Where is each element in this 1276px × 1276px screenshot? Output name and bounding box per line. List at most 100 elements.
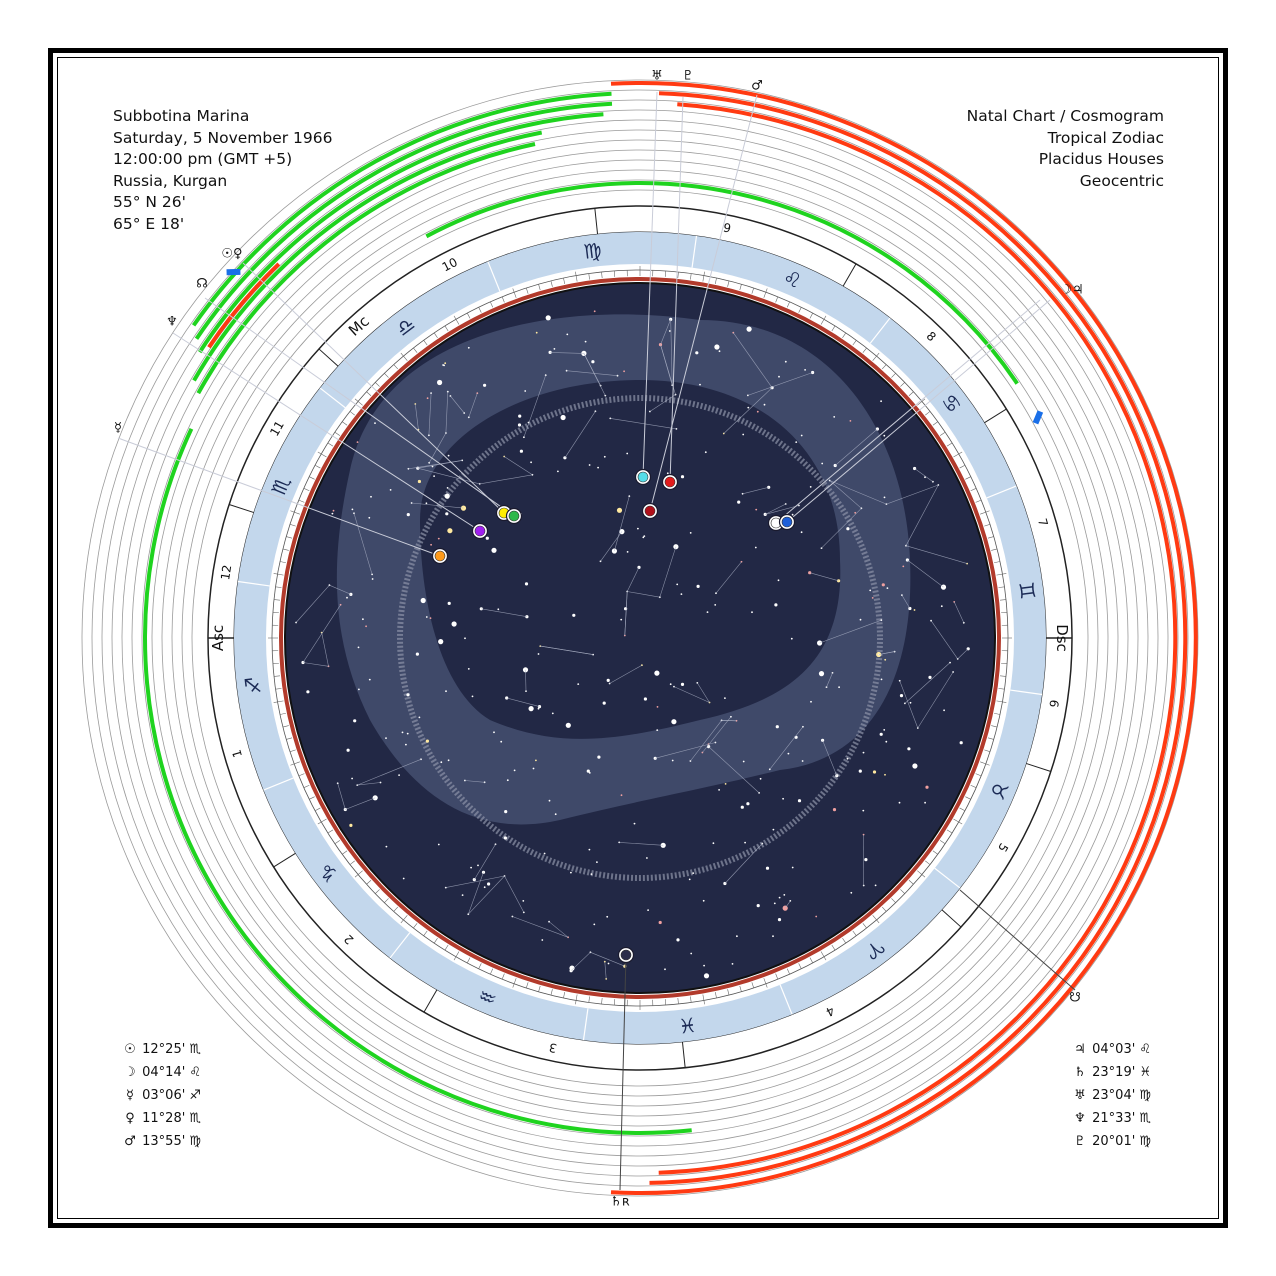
star: [714, 604, 717, 606]
star: [862, 751, 865, 754]
star: [603, 455, 606, 458]
degree-tick: [342, 850, 348, 855]
star: [869, 589, 872, 592]
star: [854, 511, 857, 514]
star: [406, 732, 409, 735]
degree-tick: [601, 997, 603, 1005]
star: [506, 779, 509, 782]
star: [633, 822, 636, 825]
green-aspect-arc: [192, 130, 543, 382]
planet-markers: [431, 468, 796, 964]
degree-tick: [393, 364, 398, 370]
degree-tick: [891, 373, 896, 378]
house-cusp: [842, 263, 857, 287]
birth-place: Russia, Kurgan: [113, 171, 228, 190]
birth-date: Saturday, 5 November 1966: [113, 128, 333, 147]
star: [637, 527, 639, 530]
constellation-line: [659, 546, 677, 598]
star: [880, 678, 883, 681]
jupiter-glyph: ♃: [1074, 1042, 1086, 1057]
degree-tick: [970, 784, 977, 788]
pluto-marker: [664, 476, 676, 488]
star: [795, 441, 798, 443]
star: [351, 777, 353, 780]
constellation-line: [566, 370, 618, 376]
star: [541, 939, 544, 941]
star: [756, 904, 760, 908]
star: [703, 964, 705, 967]
orbit-ring: [131, 129, 1149, 1147]
star: [491, 547, 497, 553]
outer-planet-glyph: ☽♃: [1060, 283, 1083, 298]
star: [586, 769, 590, 773]
star: [821, 462, 824, 465]
star: [623, 634, 626, 637]
degree-tick: [987, 737, 994, 740]
degree-tick: [286, 737, 293, 740]
green-aspect-arc: [198, 112, 604, 354]
star: [467, 346, 470, 349]
star: [437, 843, 440, 846]
star: [898, 801, 901, 804]
mars-pointer-line: [649, 94, 758, 512]
constellation-line: [468, 872, 484, 915]
orbit-ring: [81, 79, 1199, 1197]
star: [444, 362, 447, 365]
constellation-line: [329, 584, 352, 595]
star: [646, 857, 648, 859]
outer-planet-glyph: ☉♀: [221, 247, 242, 262]
degree-tick: [563, 992, 566, 999]
star: [777, 579, 780, 582]
mercury-pointer-line: [117, 437, 441, 557]
star: [346, 596, 348, 599]
degree-tick: [550, 989, 553, 996]
constellation-line: [835, 428, 878, 466]
star: [572, 613, 576, 617]
star: [871, 597, 874, 599]
star: [626, 452, 629, 455]
star: [606, 678, 610, 683]
star: [763, 403, 766, 406]
degree-tick: [466, 312, 471, 319]
outer-planet-glyph: ☋: [1069, 991, 1081, 1006]
star: [943, 709, 945, 712]
star: [616, 507, 623, 513]
orbit-ring: [141, 139, 1139, 1137]
orbit-ring: [101, 99, 1179, 1177]
star: [737, 500, 741, 504]
degree-tick: [400, 352, 408, 361]
star: [543, 852, 546, 855]
star: [356, 441, 359, 443]
degree-tick: [314, 464, 321, 469]
degree-tick: [970, 488, 977, 492]
degree-tick: [831, 325, 836, 332]
star: [451, 621, 457, 627]
constellation-line: [474, 844, 496, 880]
constellation-line: [747, 372, 813, 396]
constellation-line: [540, 645, 594, 655]
degree-tick: [946, 442, 953, 447]
degree-tick: [677, 997, 679, 1005]
star: [607, 962, 610, 965]
latitude: 55° N 26': [113, 193, 186, 211]
star: [689, 532, 692, 534]
star: [800, 434, 803, 437]
star: [368, 678, 371, 681]
degree-tick: [984, 749, 991, 753]
red-aspect-arc: [610, 81, 1198, 1195]
star: [425, 502, 428, 505]
star: [925, 785, 929, 789]
degree-tick: [908, 880, 914, 885]
star: [833, 416, 836, 418]
constellation-line: [826, 672, 833, 688]
star: [438, 639, 444, 645]
position-value: 04°14' ♌: [142, 1065, 202, 1080]
pluto-pointer-line: [669, 96, 684, 483]
star: [406, 693, 410, 697]
constellation-line: [295, 585, 330, 623]
constellation-line: [822, 740, 838, 776]
constellation-line: [614, 496, 630, 552]
degree-tick: [490, 968, 494, 975]
constellation-line: [733, 332, 773, 388]
